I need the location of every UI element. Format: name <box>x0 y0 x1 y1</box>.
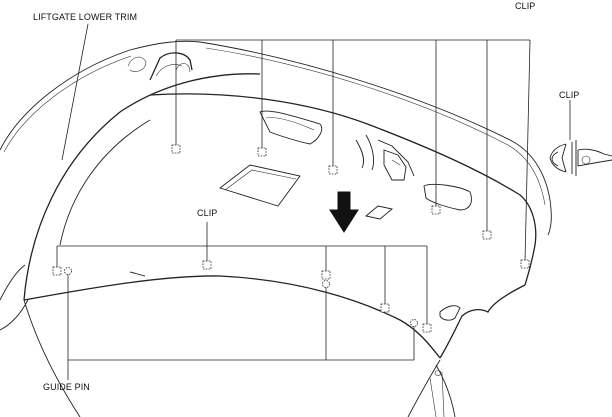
guide-pin-leaders <box>67 272 415 380</box>
trim-label-leader <box>61 23 89 161</box>
guide-pin-marker <box>410 319 418 327</box>
guide-pin-label: GUIDE PIN <box>43 382 90 392</box>
down-arrow-icon <box>329 191 359 233</box>
liftgate-lower-trim-label: LIFTGATE LOWER TRIM <box>33 12 138 22</box>
clip-markers <box>52 144 530 333</box>
clip-top-leaders <box>175 39 531 263</box>
clip-marker <box>171 144 181 154</box>
guide-pin-markers <box>64 267 418 327</box>
clip-marker <box>431 205 441 215</box>
clip-detail-label: CLIP <box>559 90 580 100</box>
liftgate-lower-trim-outline <box>23 52 537 359</box>
guide-pin-marker <box>322 280 330 288</box>
clip-marker <box>202 260 212 270</box>
clip-marker <box>422 323 432 333</box>
liftgate-body-outline <box>0 40 552 417</box>
clip-marker <box>380 303 390 313</box>
clip-marker <box>321 270 331 280</box>
clip-label-top: CLIP <box>515 1 536 11</box>
clip-marker <box>482 230 492 240</box>
clip-label-lower: CLIP <box>197 208 218 218</box>
clip-marker <box>520 259 530 269</box>
clip-marker <box>328 165 338 175</box>
clip-lower-leaders <box>56 222 428 326</box>
guide-pin-marker <box>64 267 72 275</box>
clip-marker <box>52 266 62 276</box>
clip-marker <box>257 147 267 157</box>
push-clip-icon <box>549 140 612 176</box>
